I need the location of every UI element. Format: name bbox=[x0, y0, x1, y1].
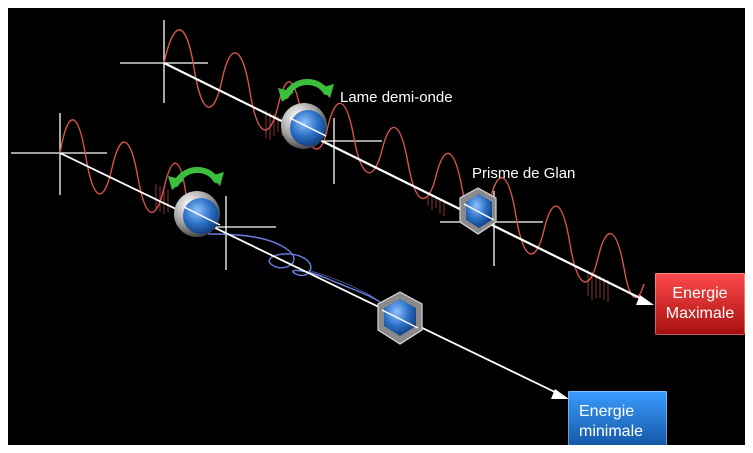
curved-arrow-icon bbox=[278, 79, 334, 102]
half-wave-plate-icon bbox=[174, 191, 221, 237]
energy-min-badge-bg bbox=[568, 391, 667, 445]
wave-hatch bbox=[155, 184, 169, 214]
wave-hatch bbox=[265, 110, 609, 302]
energy-max-badge-bg bbox=[655, 273, 745, 335]
curved-arrow-icon bbox=[168, 167, 224, 190]
energy-min-line1: Energie bbox=[579, 403, 635, 420]
energy-max-badge: Energie Maximale bbox=[655, 273, 745, 335]
energy-max-line1: Energie bbox=[672, 285, 728, 302]
half-wave-plate-icon bbox=[281, 103, 327, 149]
diagram-canvas: Lame demi-onde Prisme de Glan Energie Ma… bbox=[8, 8, 745, 445]
polarized-wave-lower bbox=[59, 119, 207, 225]
beam-lower bbox=[59, 152, 560, 395]
hexagon-prism-icon bbox=[459, 187, 497, 235]
glan-prism-label: Prisme de Glan bbox=[472, 165, 576, 182]
crosshair-icon bbox=[11, 113, 107, 195]
energy-min-badge: Energie minimale bbox=[568, 391, 667, 445]
beam-diagram bbox=[11, 20, 745, 445]
polarized-wave-upper bbox=[163, 29, 645, 299]
beam-upper bbox=[163, 62, 645, 301]
half-wave-plate-label: Lame demi-onde bbox=[340, 89, 453, 106]
beam-upper-arrowhead bbox=[636, 295, 654, 305]
energy-min-line2: minimale bbox=[579, 423, 644, 440]
beam-lower-arrowhead bbox=[551, 389, 569, 399]
energy-max-line2: Maximale bbox=[665, 305, 735, 322]
hexagon-prism-icon bbox=[377, 291, 423, 345]
transformed-wave-lower bbox=[207, 233, 381, 303]
